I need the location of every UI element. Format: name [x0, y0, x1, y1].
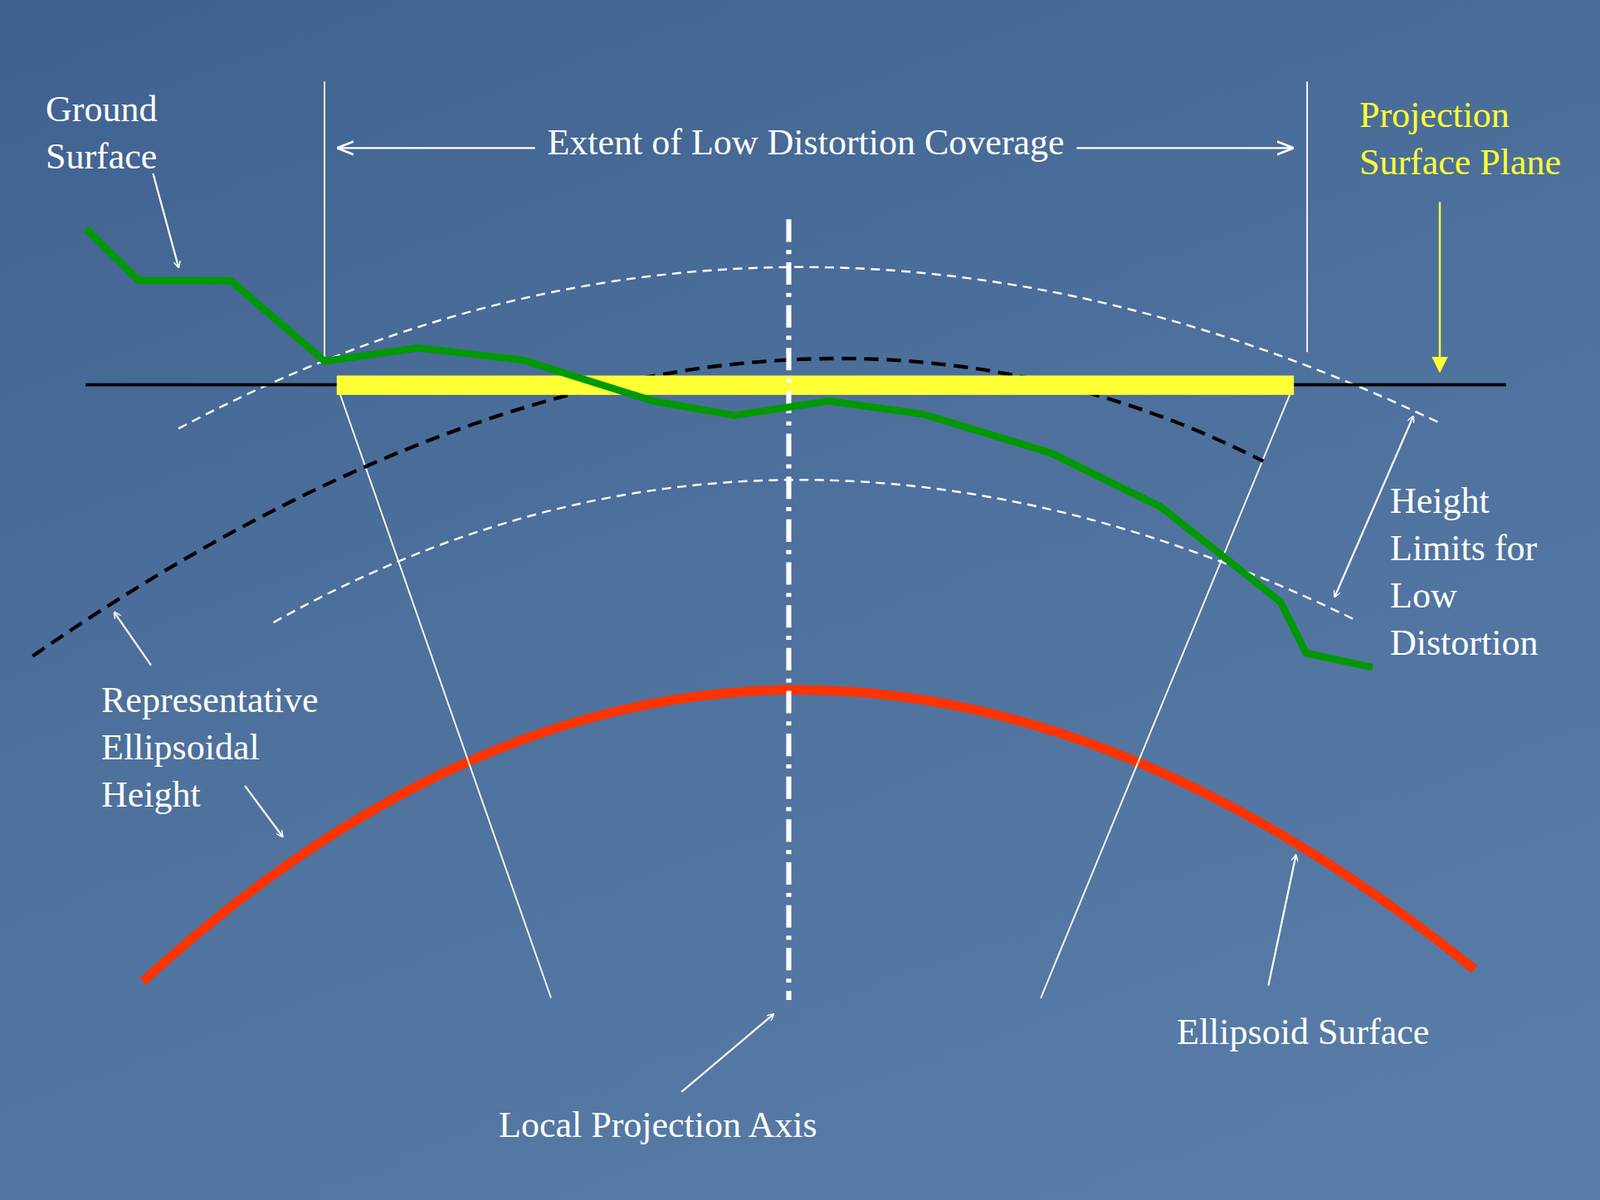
radial-line	[336, 385, 552, 999]
local-projection-axis	[785, 219, 791, 1000]
representative-height-label: Representative Ellipsoidal Height	[101, 676, 338, 819]
leader-line	[681, 1014, 774, 1092]
projection-axis-label: Local Projection Axis	[498, 1101, 818, 1149]
height-limits-label: Height Limits for Low Distortion	[1390, 477, 1565, 667]
leader-line	[1439, 201, 1441, 371]
projection-surface-bar	[336, 375, 1294, 395]
leader-line	[114, 612, 152, 666]
leader-line	[244, 785, 283, 837]
ellipsoid-surface-label: Ellipsoid Surface	[1176, 1008, 1430, 1056]
radial-line	[1040, 385, 1294, 999]
ground-surface	[85, 228, 1373, 668]
ellipsoid-surface	[142, 689, 1475, 982]
extent-arrow	[338, 146, 535, 149]
leader-line	[1268, 854, 1296, 986]
extent-arrow	[1076, 146, 1292, 149]
extent-boundary	[1306, 81, 1308, 352]
leader-line	[152, 173, 179, 268]
extent-label: Extent of Low Distortion Coverage	[546, 118, 1064, 166]
lower-height-limit	[273, 479, 1355, 623]
extent-boundary	[323, 81, 326, 365]
projection-plane-label: Projection Surface Plane	[1359, 91, 1594, 186]
ground-surface-label: Ground Surface	[45, 85, 196, 181]
